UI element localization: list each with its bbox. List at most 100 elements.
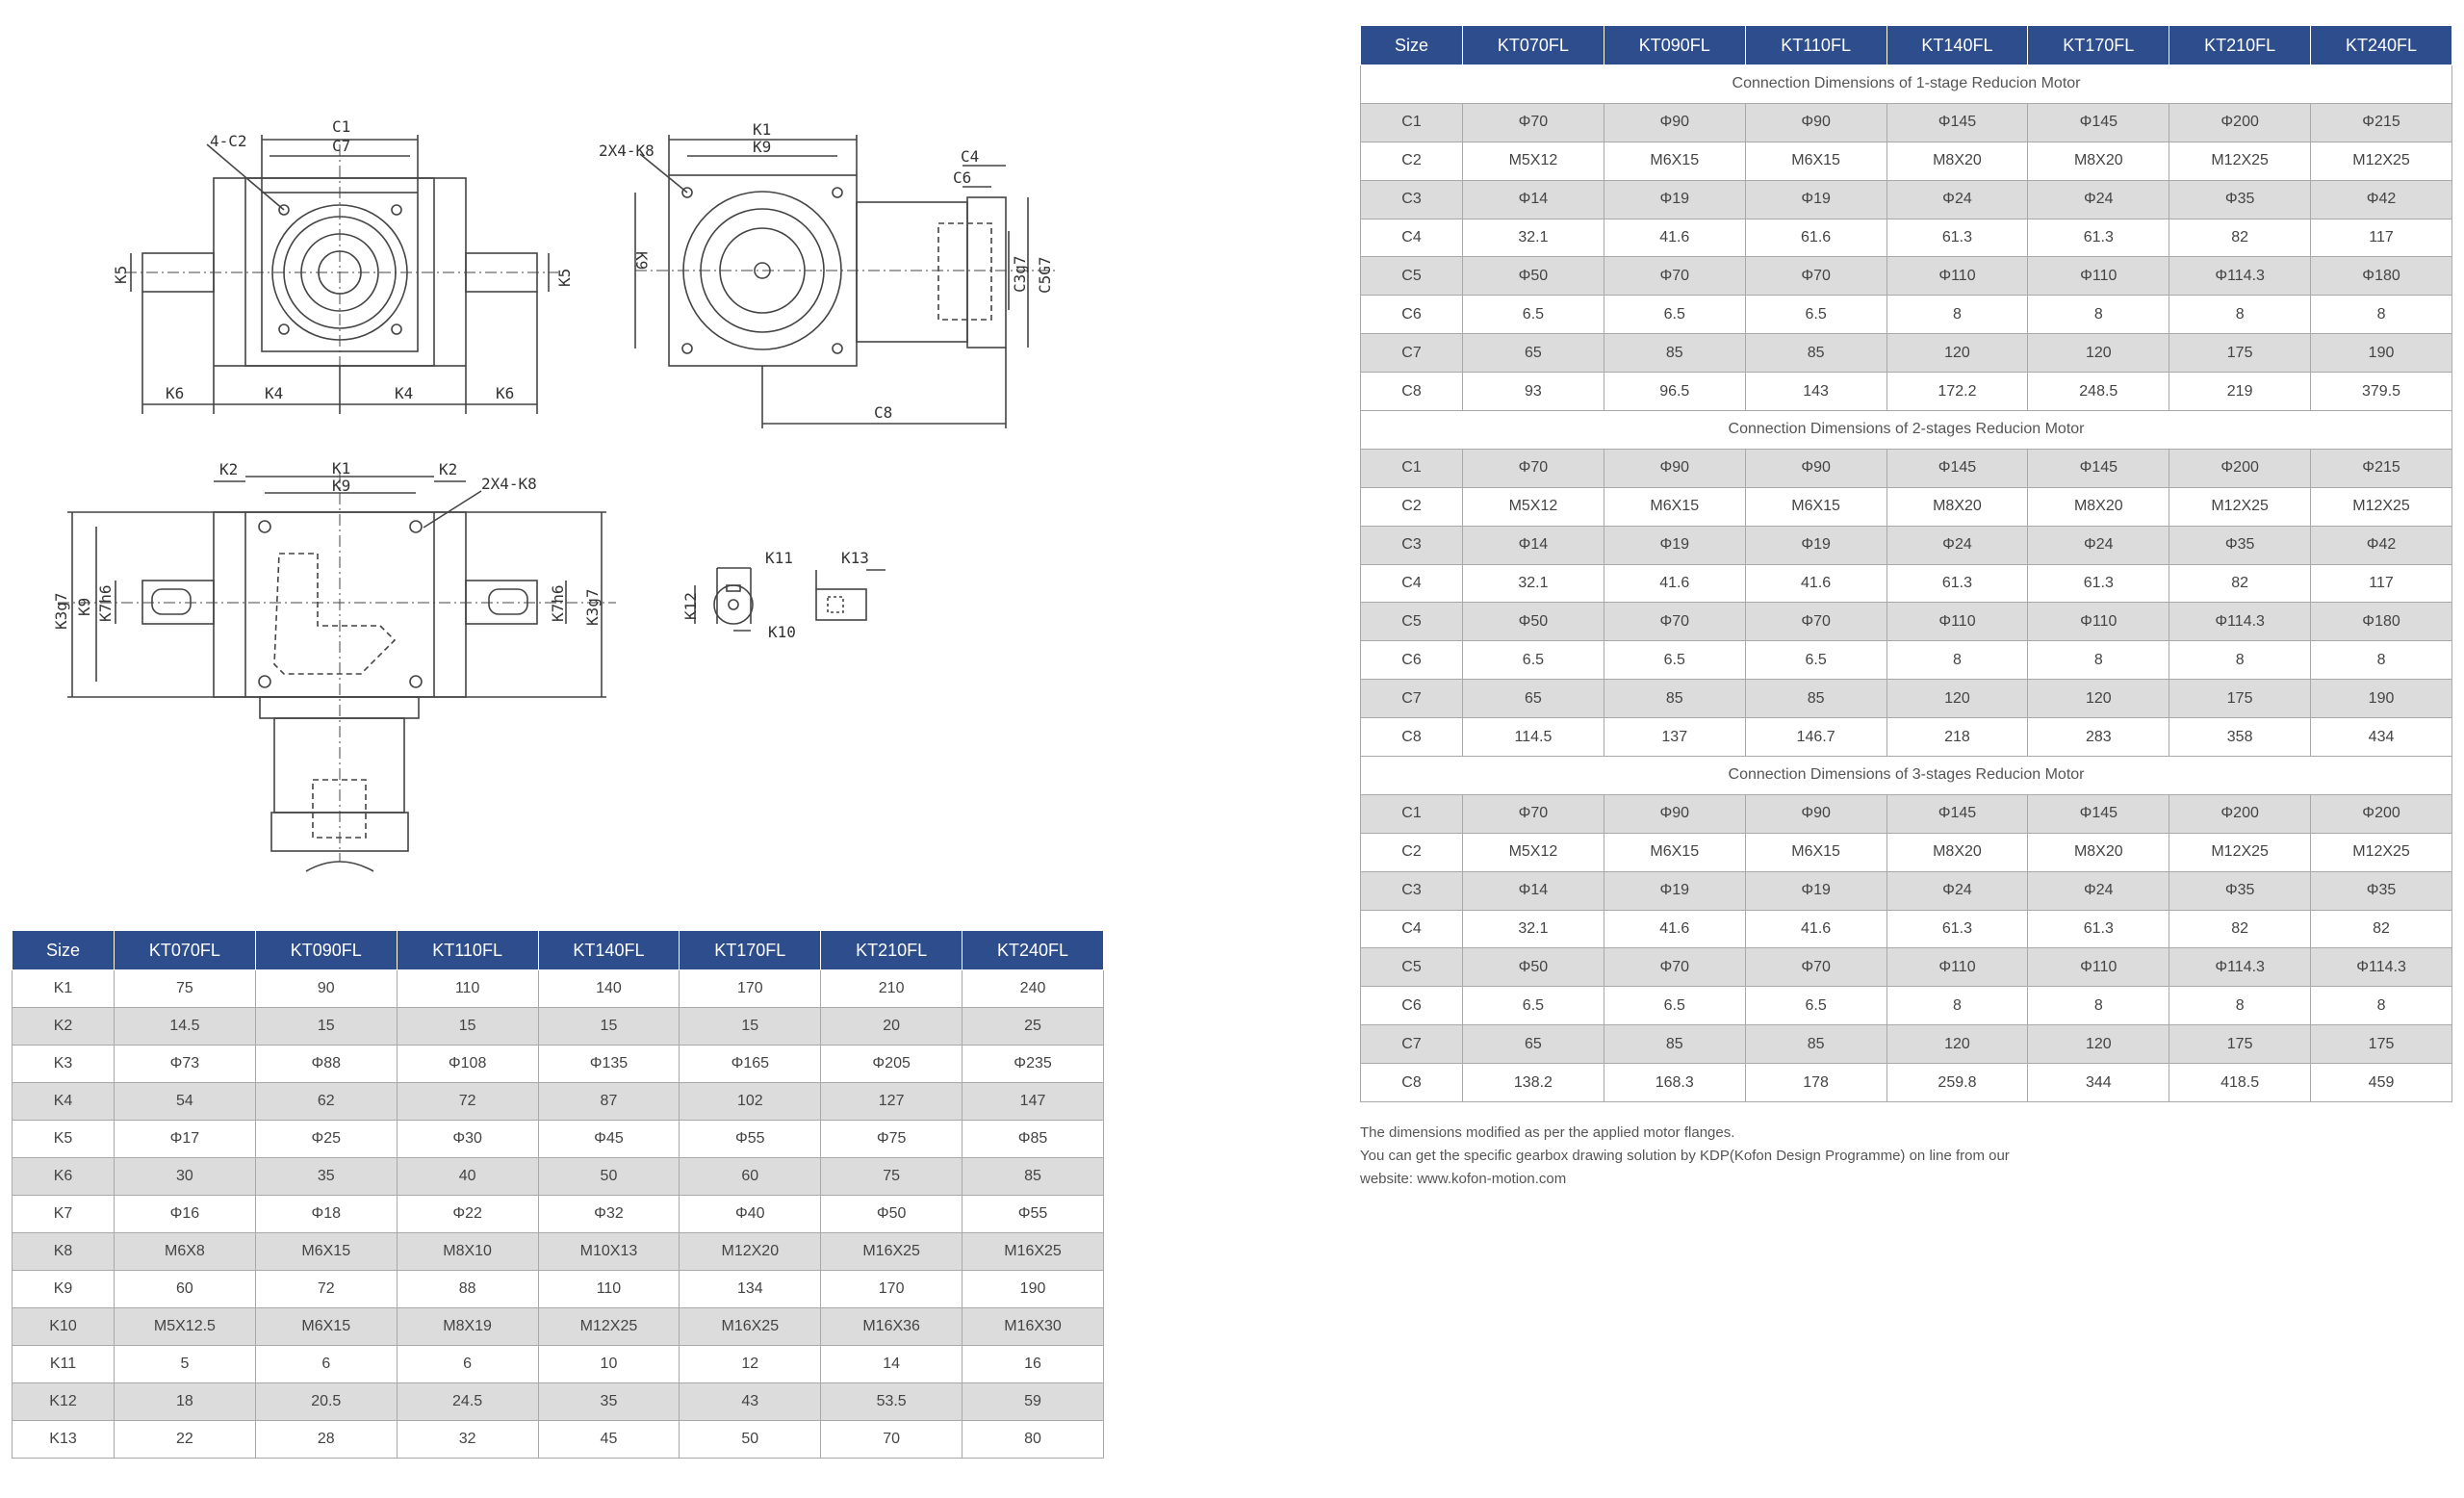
dimension-value-cell: M8X20 — [2027, 832, 2170, 872]
dimension-code-cell: K2 — [12, 1007, 115, 1046]
dimension-value-cell: Φ24 — [2027, 179, 2170, 220]
dimension-value-cell: 14.5 — [114, 1007, 256, 1046]
label-c3g7: C3g7 — [1011, 255, 1029, 293]
dimension-value-cell: 358 — [2169, 717, 2312, 758]
dimension-value-cell: 240 — [962, 969, 1104, 1008]
dimension-value-cell: 178 — [1744, 1063, 1887, 1103]
label-c1: C1 — [332, 117, 350, 136]
dimension-value-cell: 140 — [537, 969, 680, 1008]
label-k9-top: K9 — [753, 138, 771, 156]
dimension-value-cell: Φ110 — [2027, 256, 2170, 297]
dimension-value-cell: 6.5 — [1603, 295, 1746, 335]
dimension-value-cell: 117 — [2310, 563, 2452, 604]
dimension-value-cell: 60 — [679, 1157, 822, 1196]
dimension-value-cell: Φ110 — [2027, 602, 2170, 642]
dimension-value-cell: 117 — [2310, 218, 2452, 258]
dimension-code-cell: C8 — [1360, 717, 1463, 758]
dimension-value-cell: 85 — [1744, 333, 1887, 374]
model-header-cell: KT210FL — [820, 930, 963, 970]
dimension-value-cell: 82 — [2169, 218, 2312, 258]
label-k5-right: K5 — [555, 269, 574, 287]
label-2x4-k8-top: 2X4-K8 — [599, 142, 654, 160]
top-view-drawing — [125, 135, 558, 414]
dimension-value-cell: 30 — [114, 1157, 256, 1196]
dimension-value-cell: M8X20 — [1886, 141, 2029, 181]
size-header-cell: Size — [1360, 25, 1463, 65]
model-header-cell: KT170FL — [2027, 25, 2170, 65]
dimension-value-cell: M8X20 — [1886, 486, 2029, 527]
model-header-cell: KT110FL — [1744, 25, 1887, 65]
dimension-value-cell: Φ50 — [1462, 602, 1604, 642]
dimension-value-cell: 18 — [114, 1382, 256, 1421]
dimension-value-cell: 85 — [1603, 1024, 1746, 1065]
dimension-value-cell: 120 — [1886, 333, 2029, 374]
dimension-value-cell: M16X36 — [820, 1307, 963, 1346]
dimension-value-cell: Φ42 — [2310, 179, 2452, 220]
dimension-value-cell: 22 — [114, 1420, 256, 1459]
dimension-value-cell: 175 — [2169, 1024, 2312, 1065]
dimension-value-cell: Φ145 — [2027, 448, 2170, 488]
dimension-value-cell: 40 — [396, 1157, 539, 1196]
dimension-code-cell: K10 — [12, 1307, 115, 1346]
dimension-value-cell: 147 — [962, 1082, 1104, 1121]
dimension-value-cell: Φ200 — [2169, 793, 2312, 834]
section-title: Connection Dimensions of 3-stages Reduci… — [1360, 756, 2452, 795]
dimension-value-cell: 6.5 — [1462, 295, 1604, 335]
label-k1-front: K1 — [332, 459, 350, 478]
dimension-code-cell: C7 — [1360, 679, 1463, 719]
label-k2-right: K2 — [439, 460, 457, 478]
dimension-value-cell: Φ55 — [679, 1120, 822, 1158]
dimension-value-cell: M6X15 — [1603, 832, 1746, 872]
dimension-value-cell: 190 — [962, 1270, 1104, 1308]
dimension-value-cell: Φ90 — [1744, 102, 1887, 142]
dimension-value-cell: Φ19 — [1744, 870, 1887, 911]
label-4-c2: 4-C2 — [210, 132, 247, 150]
dimension-value-cell: M8X20 — [1886, 832, 2029, 872]
dimension-value-cell: 5 — [114, 1345, 256, 1383]
model-header-cell: KT110FL — [396, 930, 539, 970]
dimension-value-cell: 32.1 — [1462, 909, 1604, 949]
dimension-value-cell: 61.3 — [1886, 909, 2029, 949]
dimension-value-cell: Φ205 — [820, 1045, 963, 1083]
dimension-value-cell: 12 — [679, 1345, 822, 1383]
dimension-value-cell: 15 — [396, 1007, 539, 1046]
dimension-value-cell: Φ50 — [1462, 256, 1604, 297]
dimension-value-cell: M8X20 — [2027, 486, 2170, 527]
dimension-value-cell: 8 — [2027, 295, 2170, 335]
dimension-value-cell: Φ24 — [1886, 525, 2029, 565]
dimension-value-cell: 120 — [2027, 333, 2170, 374]
dimension-value-cell: 10 — [537, 1345, 680, 1383]
dimension-value-cell: 15 — [679, 1007, 822, 1046]
dimension-code-cell: C4 — [1360, 563, 1463, 604]
dimension-code-cell: C8 — [1360, 372, 1463, 412]
label-k6-right: K6 — [496, 384, 514, 402]
dimension-code-cell: K5 — [12, 1120, 115, 1158]
dimension-value-cell: Φ200 — [2310, 793, 2452, 834]
label-k4-right: K4 — [395, 384, 413, 402]
dimension-value-cell: Φ145 — [1886, 793, 2029, 834]
model-header-cell: KT240FL — [962, 930, 1104, 970]
label-2x4-k8-front: 2X4-K8 — [481, 475, 537, 493]
dimension-value-cell: 170 — [679, 969, 822, 1008]
dimension-code-cell: C8 — [1360, 1063, 1463, 1103]
dimension-code-cell: C2 — [1360, 486, 1463, 527]
dimension-code-cell: K13 — [12, 1420, 115, 1459]
dimension-value-cell: 175 — [2169, 333, 2312, 374]
dimension-value-cell: 127 — [820, 1082, 963, 1121]
shaft-detail-drawing — [694, 567, 886, 632]
dimension-value-cell: Φ145 — [1886, 102, 2029, 142]
dimension-code-cell: C2 — [1360, 141, 1463, 181]
dimension-value-cell: 61.3 — [2027, 563, 2170, 604]
side-view-drawing — [634, 135, 1059, 428]
dimension-value-cell: 61.3 — [2027, 909, 2170, 949]
